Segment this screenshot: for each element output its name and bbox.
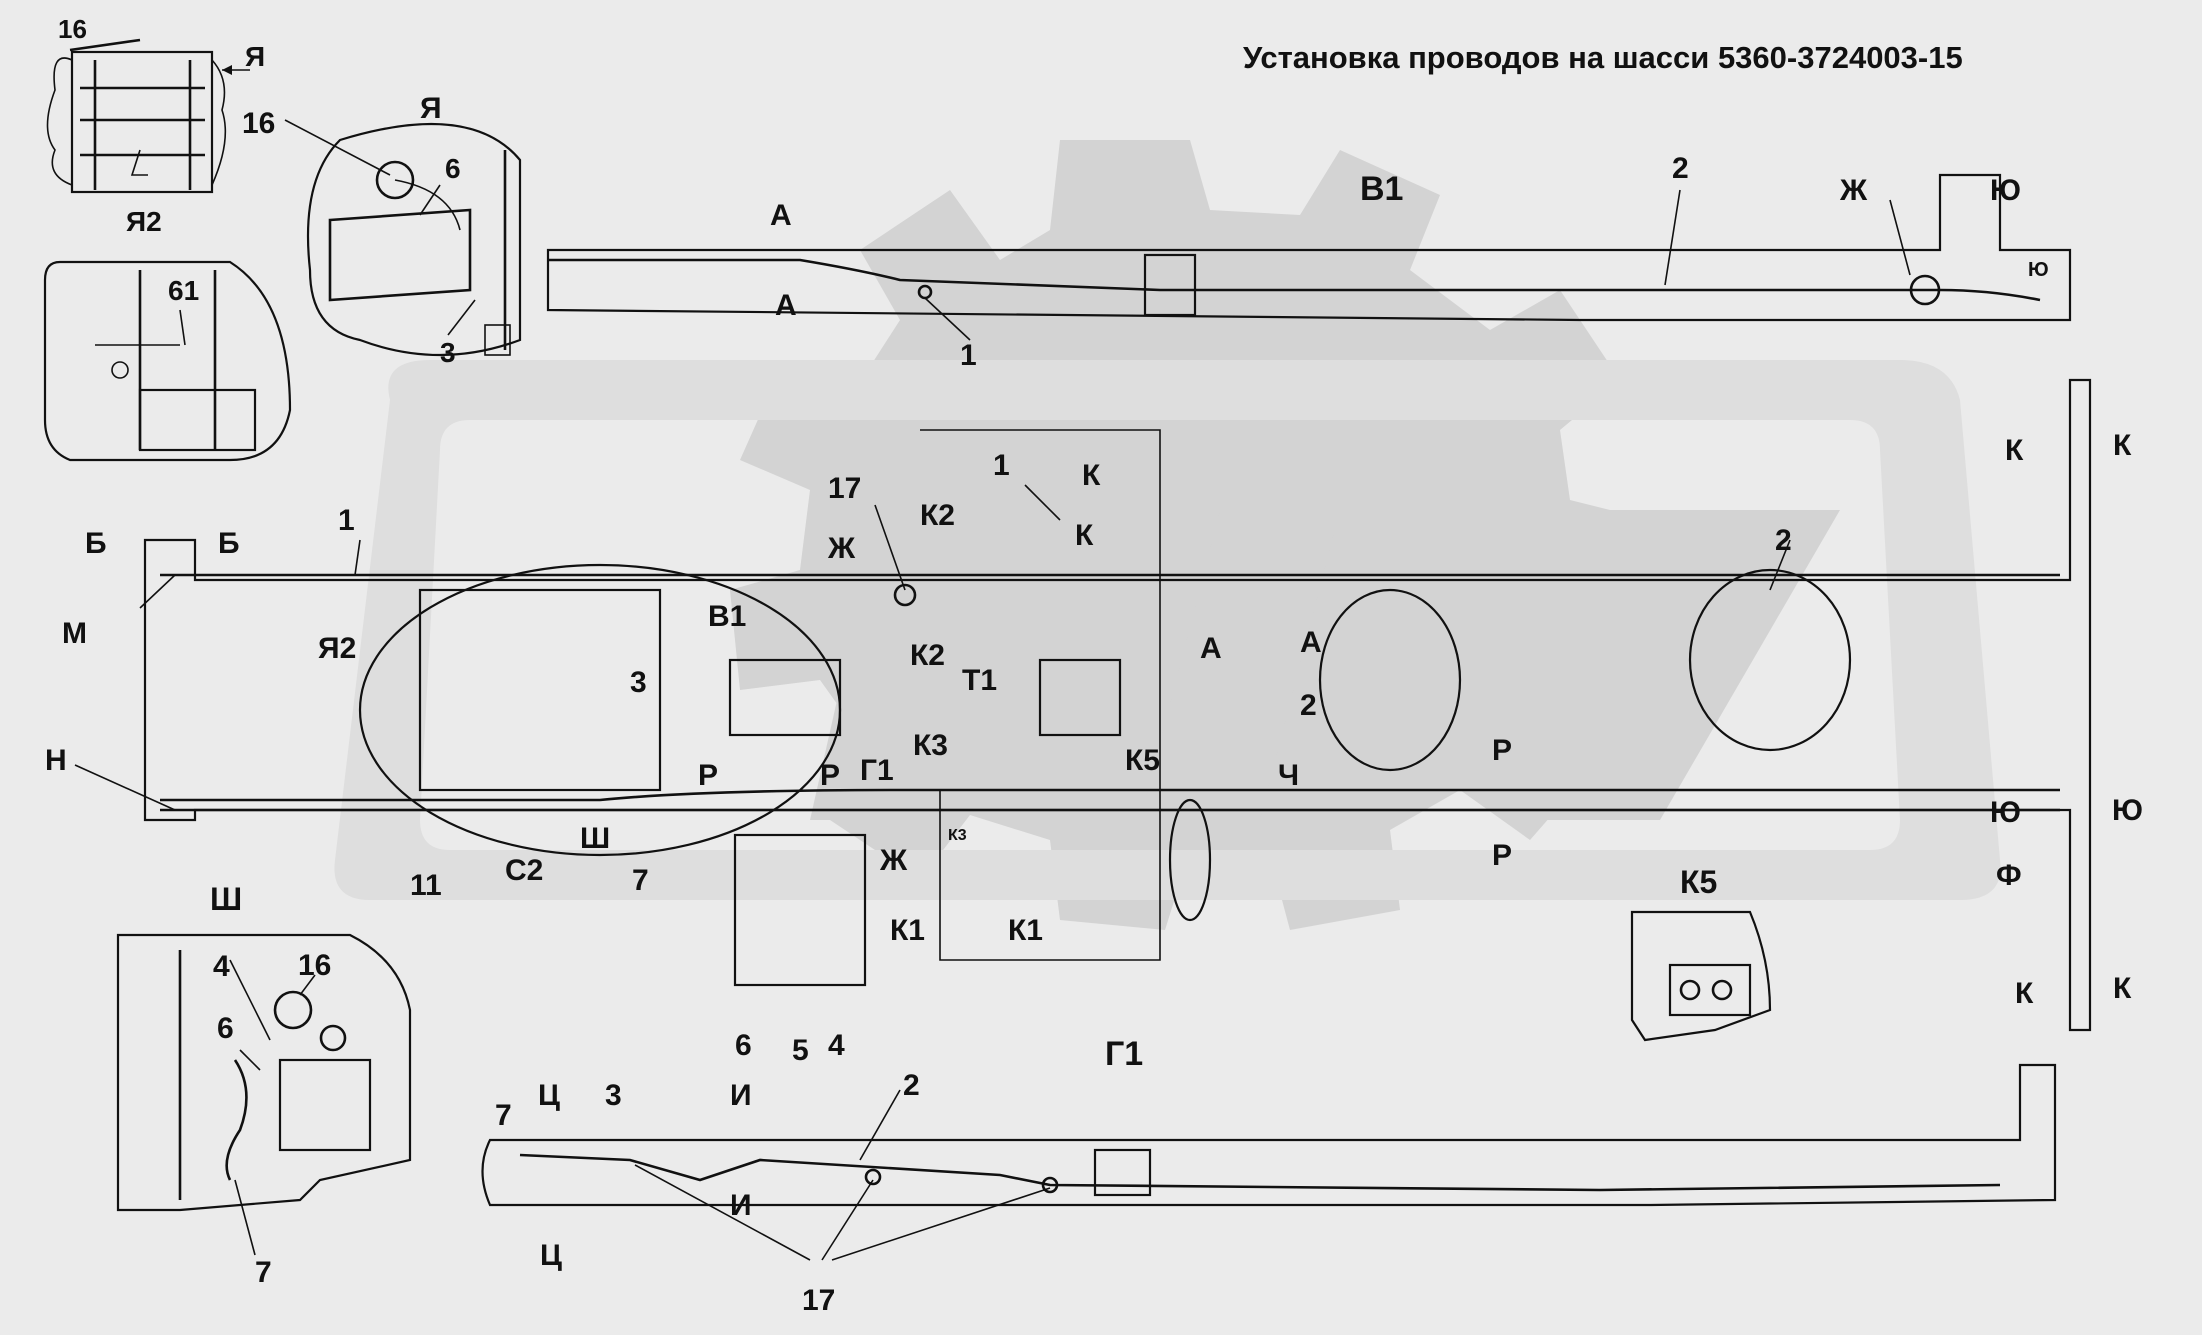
section-k-right-top-r: К	[2113, 429, 2132, 462]
drawing-title: Установка проводов на шасси 5360-3724003…	[1243, 40, 1963, 75]
callout-16: 16	[298, 949, 331, 982]
section-k-bottom: К	[1075, 519, 1094, 552]
section-yu-top: Ю	[1990, 174, 2021, 207]
section-a-top: А	[770, 199, 792, 232]
section-s2: С2	[505, 854, 543, 887]
main-chassis-view: 1 17 1 2 2 3 11 7 6 5 4 Б Б М Н Я2 В1 Ж …	[45, 378, 2143, 1067]
callout-6: 6	[217, 1012, 234, 1045]
section-b-left: Б	[85, 527, 107, 560]
section-sh: Ш	[580, 822, 610, 855]
section-f: Ф	[1996, 859, 2022, 892]
section-ts-bottom: Ц	[540, 1239, 562, 1272]
section-k-right-bottom-r: К	[2113, 972, 2132, 1005]
callout-3: 3	[440, 337, 456, 368]
section-k-right-bottom-l: К	[2015, 977, 2034, 1010]
callout-7: 7	[495, 1099, 512, 1132]
callout-11: 11	[410, 869, 442, 902]
callout-17: 17	[828, 472, 861, 505]
view-ya-detail: Я 16 6 3	[242, 92, 522, 368]
section-zh: Ж	[827, 532, 856, 565]
section-k3-small: К3	[948, 827, 967, 844]
view-k5: К5	[1630, 864, 1772, 1042]
section-g1: Г1	[860, 754, 894, 787]
section-k-right-top-l: К	[2005, 434, 2024, 467]
section-zh-lower: Ж	[879, 844, 908, 877]
section-k1-right: К1	[1008, 914, 1043, 947]
section-r-mid: Р	[820, 759, 840, 792]
section-a-right: А	[1300, 626, 1322, 659]
callout-7: 7	[632, 864, 649, 897]
section-b-right: Б	[218, 527, 240, 560]
section-k5: К5	[1125, 744, 1160, 777]
section-i-top: И	[730, 1079, 752, 1112]
section-k2-top: К2	[920, 499, 955, 532]
view-v1-rail: В1 1 2 А А Ж Ю Ю	[546, 152, 2072, 372]
section-yu-small: Ю	[2028, 259, 2049, 281]
callout-17: 17	[802, 1284, 835, 1317]
callout-3: 3	[630, 666, 647, 699]
view-sh: Ш 4 16 6 7	[116, 881, 412, 1289]
callout-4: 4	[828, 1029, 845, 1062]
section-k1-left: К1	[890, 914, 925, 947]
callout-61: 61	[168, 275, 199, 306]
view-detail-61: 61	[43, 260, 292, 462]
section-a-left: А	[1200, 632, 1222, 665]
view-label-sh: Ш	[210, 881, 242, 917]
section-r-left: Р	[698, 759, 718, 792]
callout-2: 2	[903, 1069, 920, 1102]
section-yu-left: Ю	[1990, 796, 2021, 829]
callout-2: 2	[1775, 524, 1792, 557]
callout-1: 1	[960, 339, 977, 372]
section-t1: Т1	[962, 664, 997, 697]
callout-16: 16	[242, 107, 275, 140]
view-ya2-battery: 16 Я Я2	[46, 14, 265, 237]
view-g1-rail: Г1 7 3 2 17 Ц Ц И И	[481, 1035, 2057, 1317]
callout-4: 4	[213, 950, 230, 983]
view-label-ya2: Я2	[126, 206, 162, 237]
section-i-bottom: И	[730, 1189, 752, 1222]
section-k2-bottom: К2	[910, 639, 945, 672]
section-yu-right: Ю	[2112, 794, 2143, 827]
section-v1: В1	[708, 600, 746, 633]
section-r-bottom: Р	[1492, 839, 1512, 872]
callout-1: 1	[993, 449, 1010, 482]
callout-3: 3	[605, 1079, 622, 1112]
section-n: Н	[45, 744, 67, 777]
section-zh: Ж	[1839, 174, 1868, 207]
section-k3: К3	[913, 729, 948, 762]
section-m: М	[62, 617, 87, 650]
view-label-v1: В1	[1360, 170, 1403, 208]
callout-16: 16	[58, 14, 87, 44]
section-arrow-ya: Я	[245, 41, 265, 72]
section-k-top: К	[1082, 459, 1101, 492]
section-a-bottom: А	[775, 289, 797, 322]
callout-6: 6	[445, 153, 461, 184]
section-ya2: Я2	[318, 632, 356, 665]
view-label-k5: К5	[1680, 864, 1717, 900]
watermark-logo	[334, 140, 2001, 930]
callout-1: 1	[338, 504, 355, 537]
callout-2: 2	[1672, 152, 1689, 185]
callout-2: 2	[1300, 689, 1317, 722]
section-r-right: Р	[1492, 734, 1512, 767]
section-ts-top: Ц	[538, 1079, 560, 1112]
section-ch: Ч	[1278, 759, 1299, 792]
view-label-ya: Я	[420, 92, 442, 125]
callout-7: 7	[255, 1256, 272, 1289]
callout-5: 5	[792, 1034, 809, 1067]
view-label-g1: Г1	[1105, 1035, 1143, 1073]
callout-6: 6	[735, 1029, 752, 1062]
